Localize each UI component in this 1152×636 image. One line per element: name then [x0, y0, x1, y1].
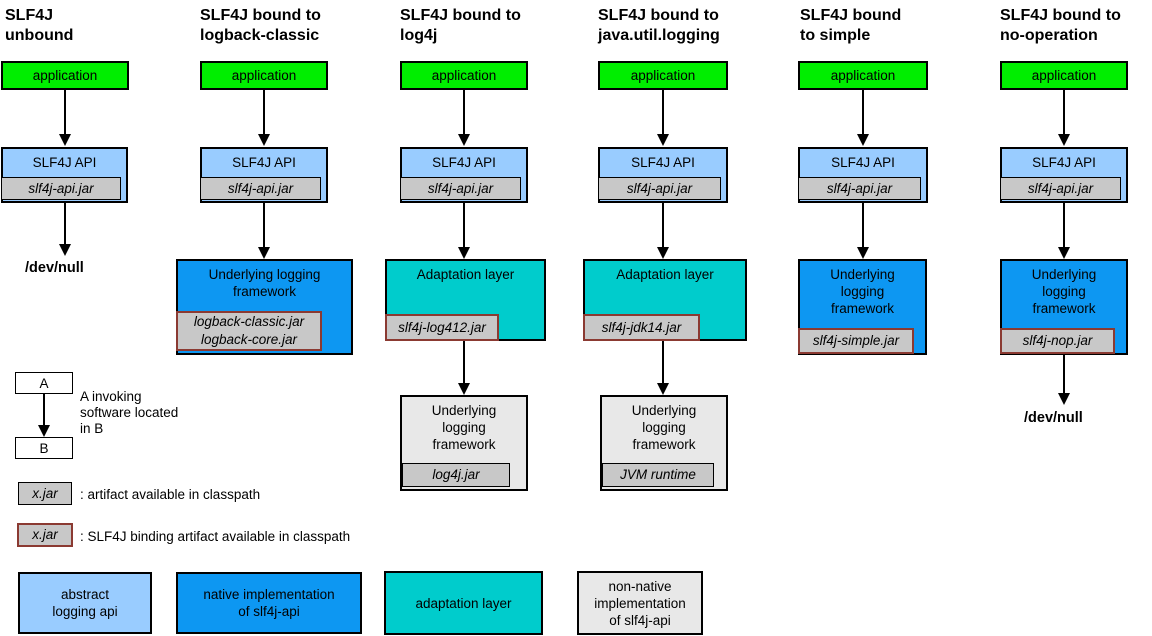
- framework-label: Underlying logging framework: [208, 267, 321, 299]
- application-box: application: [598, 61, 728, 90]
- arrow-down-icon: [463, 341, 465, 383]
- slf4j-api-jar: slf4j-api.jar: [400, 177, 521, 200]
- application-box: application: [798, 61, 928, 90]
- slf4j-api-label: SLF4J API: [432, 155, 496, 170]
- framework-jar: log4j.jar: [402, 463, 510, 487]
- arrow-down-icon: [64, 203, 66, 244]
- legend-artifact-caption: : artifact available in classpath: [80, 487, 261, 502]
- slf4j-api-jar: slf4j-api.jar: [598, 177, 721, 200]
- column-title: SLF4J unbound: [5, 7, 74, 44]
- adaptation-binding-jar: slf4j-jdk14.jar: [583, 314, 700, 341]
- arrow-down-icon: [263, 90, 265, 134]
- application-box: application: [1, 61, 129, 90]
- slf4j-api-label: SLF4J API: [831, 155, 895, 170]
- slf4j-api-jar: slf4j-api.jar: [1000, 177, 1121, 200]
- arrow-down-icon: [662, 203, 664, 247]
- arrow-down-icon: [263, 203, 265, 247]
- framework-box: Underlying logging framework logback-cla…: [176, 259, 353, 355]
- framework-box: Underlying logging framework slf4j-simpl…: [798, 259, 927, 355]
- column-title: SLF4J bound to log4j: [400, 7, 521, 44]
- slf4j-api-jar: slf4j-api.jar: [1, 177, 121, 200]
- column-title: SLF4J bound to simple: [800, 7, 902, 44]
- application-box: application: [200, 61, 328, 90]
- devnull-label: /dev/null: [25, 260, 84, 276]
- slf4j-api-box: SLF4J API slf4j-api.jar: [200, 147, 328, 203]
- adaptation-binding-jar: slf4j-log412.jar: [385, 314, 499, 341]
- arrow-down-icon: [662, 90, 664, 134]
- legend-binding-jar: x.jar: [17, 523, 73, 547]
- arrow-down-icon: [64, 90, 66, 134]
- framework-label: Underlying logging framework: [431, 403, 497, 452]
- framework-label: Underlying logging framework: [631, 403, 697, 452]
- application-box: application: [400, 61, 528, 90]
- slf4j-api-box: SLF4J API slf4j-api.jar: [798, 147, 928, 203]
- adaptation-box: Adaptation layer slf4j-jdk14.jar: [583, 259, 747, 341]
- arrow-down-icon: [662, 341, 664, 383]
- slf4j-api-label: SLF4J API: [1032, 155, 1096, 170]
- devnull-label: /dev/null: [1024, 410, 1083, 426]
- column-title: SLF4J bound to java.util.logging: [598, 7, 720, 44]
- arrow-down-icon: [1063, 203, 1065, 247]
- legend-category-adaptation: adaptation layer: [384, 571, 543, 635]
- slf4j-api-box: SLF4J API slf4j-api.jar: [400, 147, 528, 203]
- slf4j-api-box: SLF4J API slf4j-api.jar: [598, 147, 728, 203]
- legend-category-abstract: abstract logging api: [18, 572, 152, 634]
- framework-box: Underlying logging framework log4j.jar: [400, 395, 528, 491]
- slf4j-api-jar: slf4j-api.jar: [200, 177, 321, 200]
- arrow-down-icon: [463, 90, 465, 134]
- legend-binding-caption: : SLF4J binding artifact available in cl…: [80, 529, 351, 544]
- arrow-down-icon: [862, 203, 864, 247]
- legend-invoke-caption: A invoking software located in B: [80, 389, 179, 436]
- arrow-down-icon: [43, 394, 45, 425]
- adaptation-label: Adaptation layer: [616, 267, 714, 282]
- arrow-down-icon: [463, 203, 465, 247]
- slf4j-api-box: SLF4J API slf4j-api.jar: [1000, 147, 1128, 203]
- legend-box-b: B: [15, 437, 73, 459]
- arrow-down-icon: [1063, 90, 1065, 134]
- adaptation-label: Adaptation layer: [416, 267, 515, 282]
- column-title: SLF4J bound to logback-classic: [200, 7, 321, 44]
- legend-box-a: A: [15, 372, 73, 394]
- slf4j-api-jar: slf4j-api.jar: [798, 177, 921, 200]
- framework-box: Underlying logging framework JVM runtime: [600, 395, 728, 491]
- framework-binding-jar: slf4j-nop.jar: [1000, 328, 1115, 354]
- framework-box: Underlying logging framework slf4j-nop.j…: [1000, 259, 1128, 355]
- framework-binding-jar: logback-classic.jar logback-core.jar: [176, 311, 322, 351]
- legend-artifact-jar: x.jar: [18, 482, 72, 505]
- application-box: application: [1000, 61, 1128, 90]
- slf4j-api-label: SLF4J API: [32, 155, 97, 170]
- framework-jar: JVM runtime: [602, 463, 714, 487]
- legend-category-nonnative: non-native implementation of slf4j-api: [577, 571, 703, 635]
- framework-label: Underlying logging framework: [1031, 267, 1097, 316]
- slf4j-api-label: SLF4J API: [232, 155, 296, 170]
- column-title: SLF4J bound to no-operation: [1000, 7, 1121, 44]
- adaptation-box: Adaptation layer slf4j-log412.jar: [385, 259, 546, 341]
- slf4j-api-box: SLF4J API slf4j-api.jar: [1, 147, 128, 203]
- slf4j-api-label: SLF4J API: [631, 155, 695, 170]
- framework-label: Underlying logging framework: [830, 267, 895, 316]
- arrow-down-icon: [862, 90, 864, 134]
- framework-binding-jar: slf4j-simple.jar: [798, 328, 914, 354]
- arrow-down-icon: [1063, 355, 1065, 393]
- legend-category-native: native implementation of slf4j-api: [176, 572, 362, 634]
